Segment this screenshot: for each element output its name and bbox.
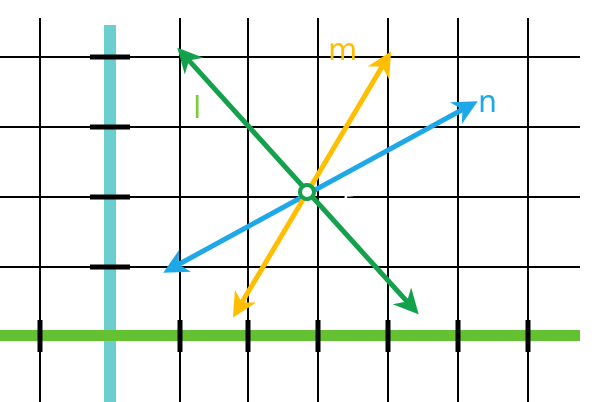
point-p: [298, 183, 316, 201]
label-point-p: P: [342, 181, 358, 211]
label-line-m: m: [328, 33, 357, 68]
horizontal-axis: [0, 330, 580, 341]
label-line-l: l: [193, 91, 201, 126]
line-l: [177, 47, 419, 315]
vertical-axis: [104, 25, 116, 402]
horizontal-axis-ticks: [37, 320, 531, 352]
vertical-axis-ticks: [90, 54, 130, 270]
label-line-n: n: [478, 85, 497, 120]
